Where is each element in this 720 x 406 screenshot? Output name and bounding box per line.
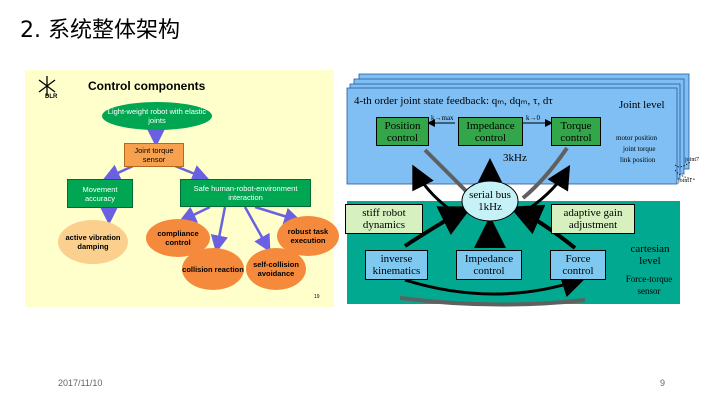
control-components-diagram: DLR Control components Light-weight robo… xyxy=(25,70,339,307)
cartesian-level-label: cartesian level xyxy=(630,243,670,267)
k-max-label: k→max xyxy=(431,114,454,122)
impedance-control-top-box: Impedance control xyxy=(458,117,523,146)
dlr-logo-label: DLR xyxy=(45,94,58,100)
slide-title: 2. 系统整体架构 xyxy=(20,18,180,43)
joint-level-label: Joint level xyxy=(619,99,665,111)
sensor-node: Joint torque sensor xyxy=(124,143,184,167)
movement-node: Movement accuracy xyxy=(67,179,133,208)
inverse-kinematics-box: inverse kinematics xyxy=(365,250,428,280)
force-torque-label: Force-torque sensor xyxy=(625,274,673,296)
dlr-logo xyxy=(38,76,56,96)
force-control-box: Force control xyxy=(550,250,606,280)
control-architecture-diagram: 4-th order joint state feedback: qₘ, dqₘ… xyxy=(345,70,699,310)
joint-torque-label: joint torque xyxy=(623,145,656,153)
slide-date: 2017/11/10 xyxy=(58,378,103,388)
motor-position-label: motor position xyxy=(616,134,658,142)
self-collision-node: self-collision avoidance xyxy=(246,248,306,290)
robot-node: Light-weight robot with elastic joints xyxy=(102,102,212,130)
stiff-dynamics-box: stiff robot dynamics xyxy=(345,204,423,234)
safe-interaction-node: Safe human-robot-environment interaction xyxy=(180,179,311,207)
vibration-node: active vibration damping xyxy=(58,220,128,264)
collision-node: collision reaction xyxy=(182,248,244,290)
link-position-label: link position xyxy=(620,156,656,164)
position-control-box: Position control xyxy=(376,117,429,146)
impedance-control-bottom-box: Impedance control xyxy=(456,250,522,280)
serial-bus-node: serial bus 1kHz xyxy=(469,189,511,213)
left-diagram-arrows xyxy=(38,76,302,253)
joint7-label: joint7 xyxy=(685,157,700,163)
rate-3k-label: 3kHz xyxy=(503,152,527,164)
feedback-label: 4-th order joint state feedback: qₘ, dqₘ… xyxy=(354,95,553,107)
slide-page-number: 9 xyxy=(660,378,666,388)
k-zero-label: k→0 xyxy=(526,114,540,122)
corner-mark: 19 xyxy=(314,294,320,300)
diagram-title: Control components xyxy=(88,79,206,93)
adaptive-gain-box: adaptive gain adjustment xyxy=(551,204,635,234)
joint1-label: joint1 xyxy=(678,178,693,184)
torque-control-box: Torque control xyxy=(551,117,601,146)
